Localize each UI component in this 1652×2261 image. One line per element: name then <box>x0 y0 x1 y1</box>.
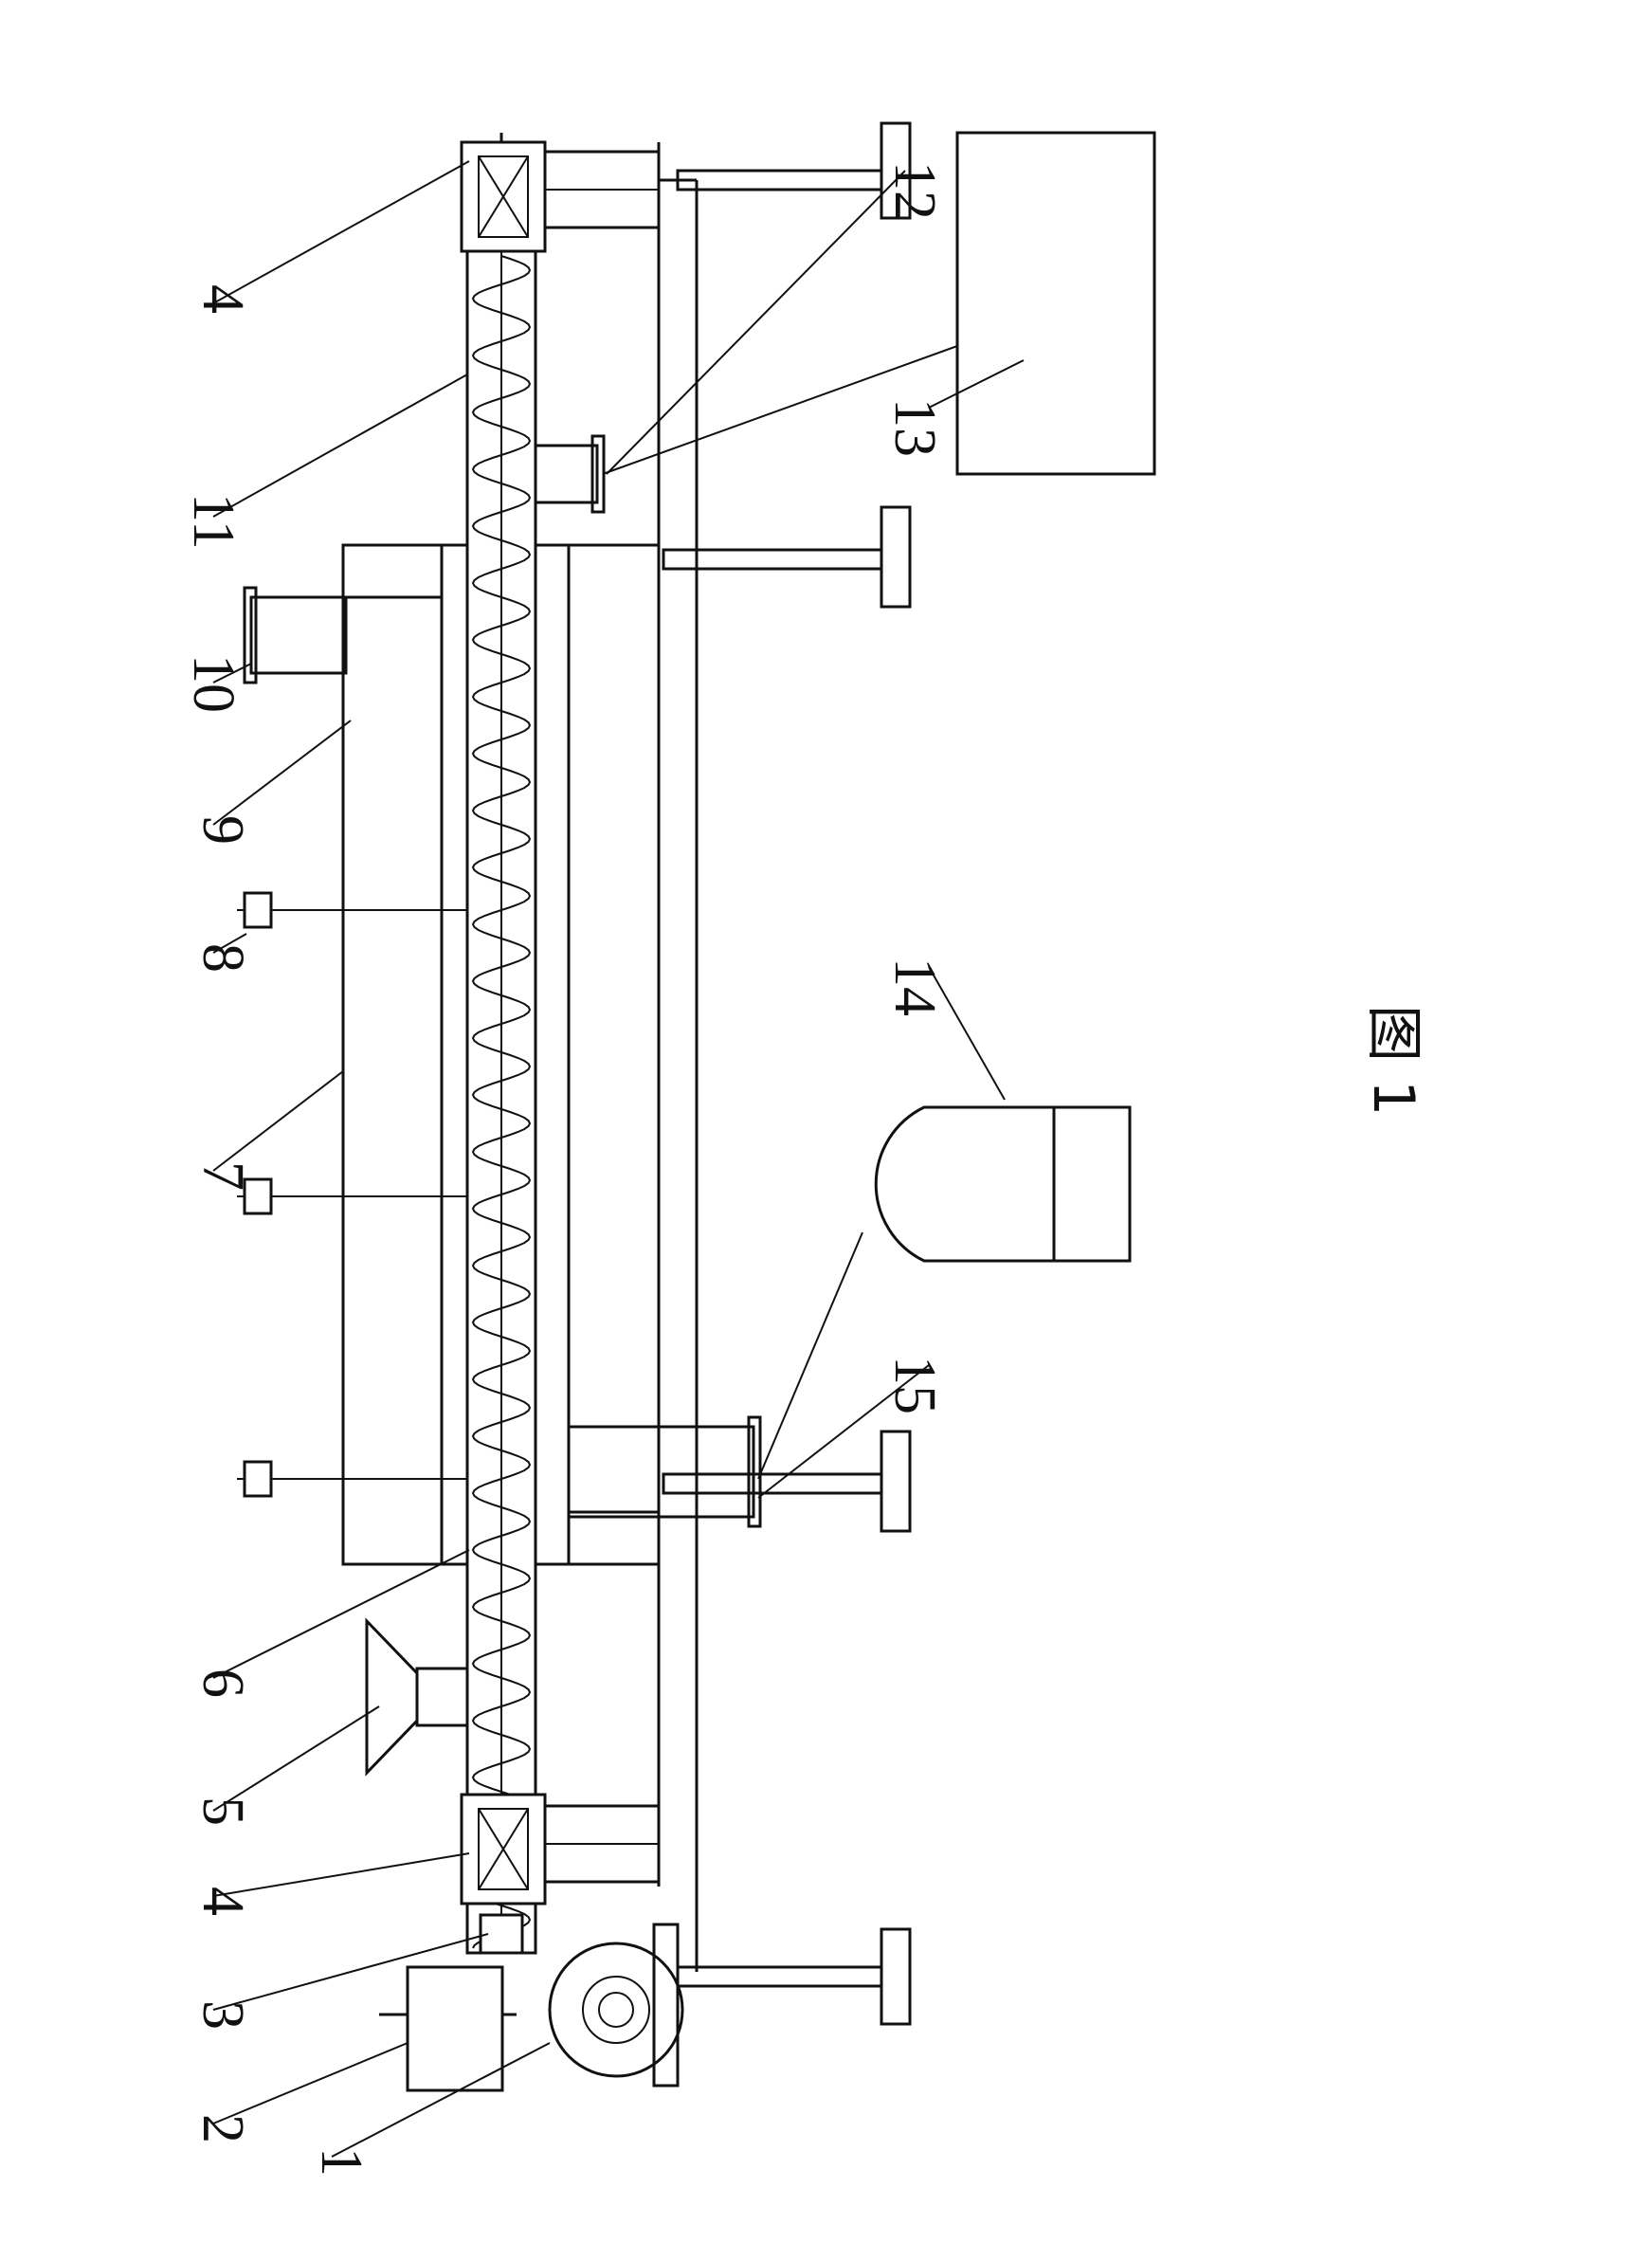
bearing-block-bottom <box>462 1795 545 1904</box>
figure-caption: 图 1 <box>1360 1005 1426 1116</box>
hopper <box>367 1621 467 1773</box>
labels: 4 11 10 9 8 7 6 5 4 3 2 1 12 13 14 15 图 … <box>181 161 1426 2177</box>
pipe-12 <box>536 436 604 512</box>
box-13 <box>957 133 1154 474</box>
pipe-15 <box>569 1417 760 1526</box>
label-4-top: 4 <box>191 284 255 314</box>
label-12: 12 <box>882 161 947 220</box>
label-4-bottom: 4 <box>191 1887 255 1916</box>
label-10: 10 <box>181 654 245 713</box>
tank-14 <box>876 1107 1130 1261</box>
motor <box>550 1924 682 2086</box>
label-7: 7 <box>191 1161 255 1191</box>
label-15: 15 <box>882 1356 947 1414</box>
arrow-14-15 <box>758 1232 862 1479</box>
steam-valves <box>237 893 467 1496</box>
heating-jacket <box>343 545 467 1564</box>
support-columns <box>545 152 659 1882</box>
cooling-jacket <box>536 545 659 1564</box>
pipe-10 <box>245 588 346 683</box>
bearing-block-top <box>462 133 545 251</box>
leader-lines <box>213 161 1024 2157</box>
label-1: 1 <box>309 2147 373 2177</box>
frame <box>659 142 697 1972</box>
label-5: 5 <box>191 1796 255 1826</box>
label-9: 9 <box>191 815 255 845</box>
label-11: 11 <box>181 493 245 550</box>
label-2: 2 <box>191 2114 255 2143</box>
label-13: 13 <box>882 398 947 457</box>
label-3: 3 <box>191 2000 255 2030</box>
label-6: 6 <box>191 1668 255 1698</box>
label-14: 14 <box>882 957 947 1016</box>
label-8: 8 <box>191 943 255 973</box>
